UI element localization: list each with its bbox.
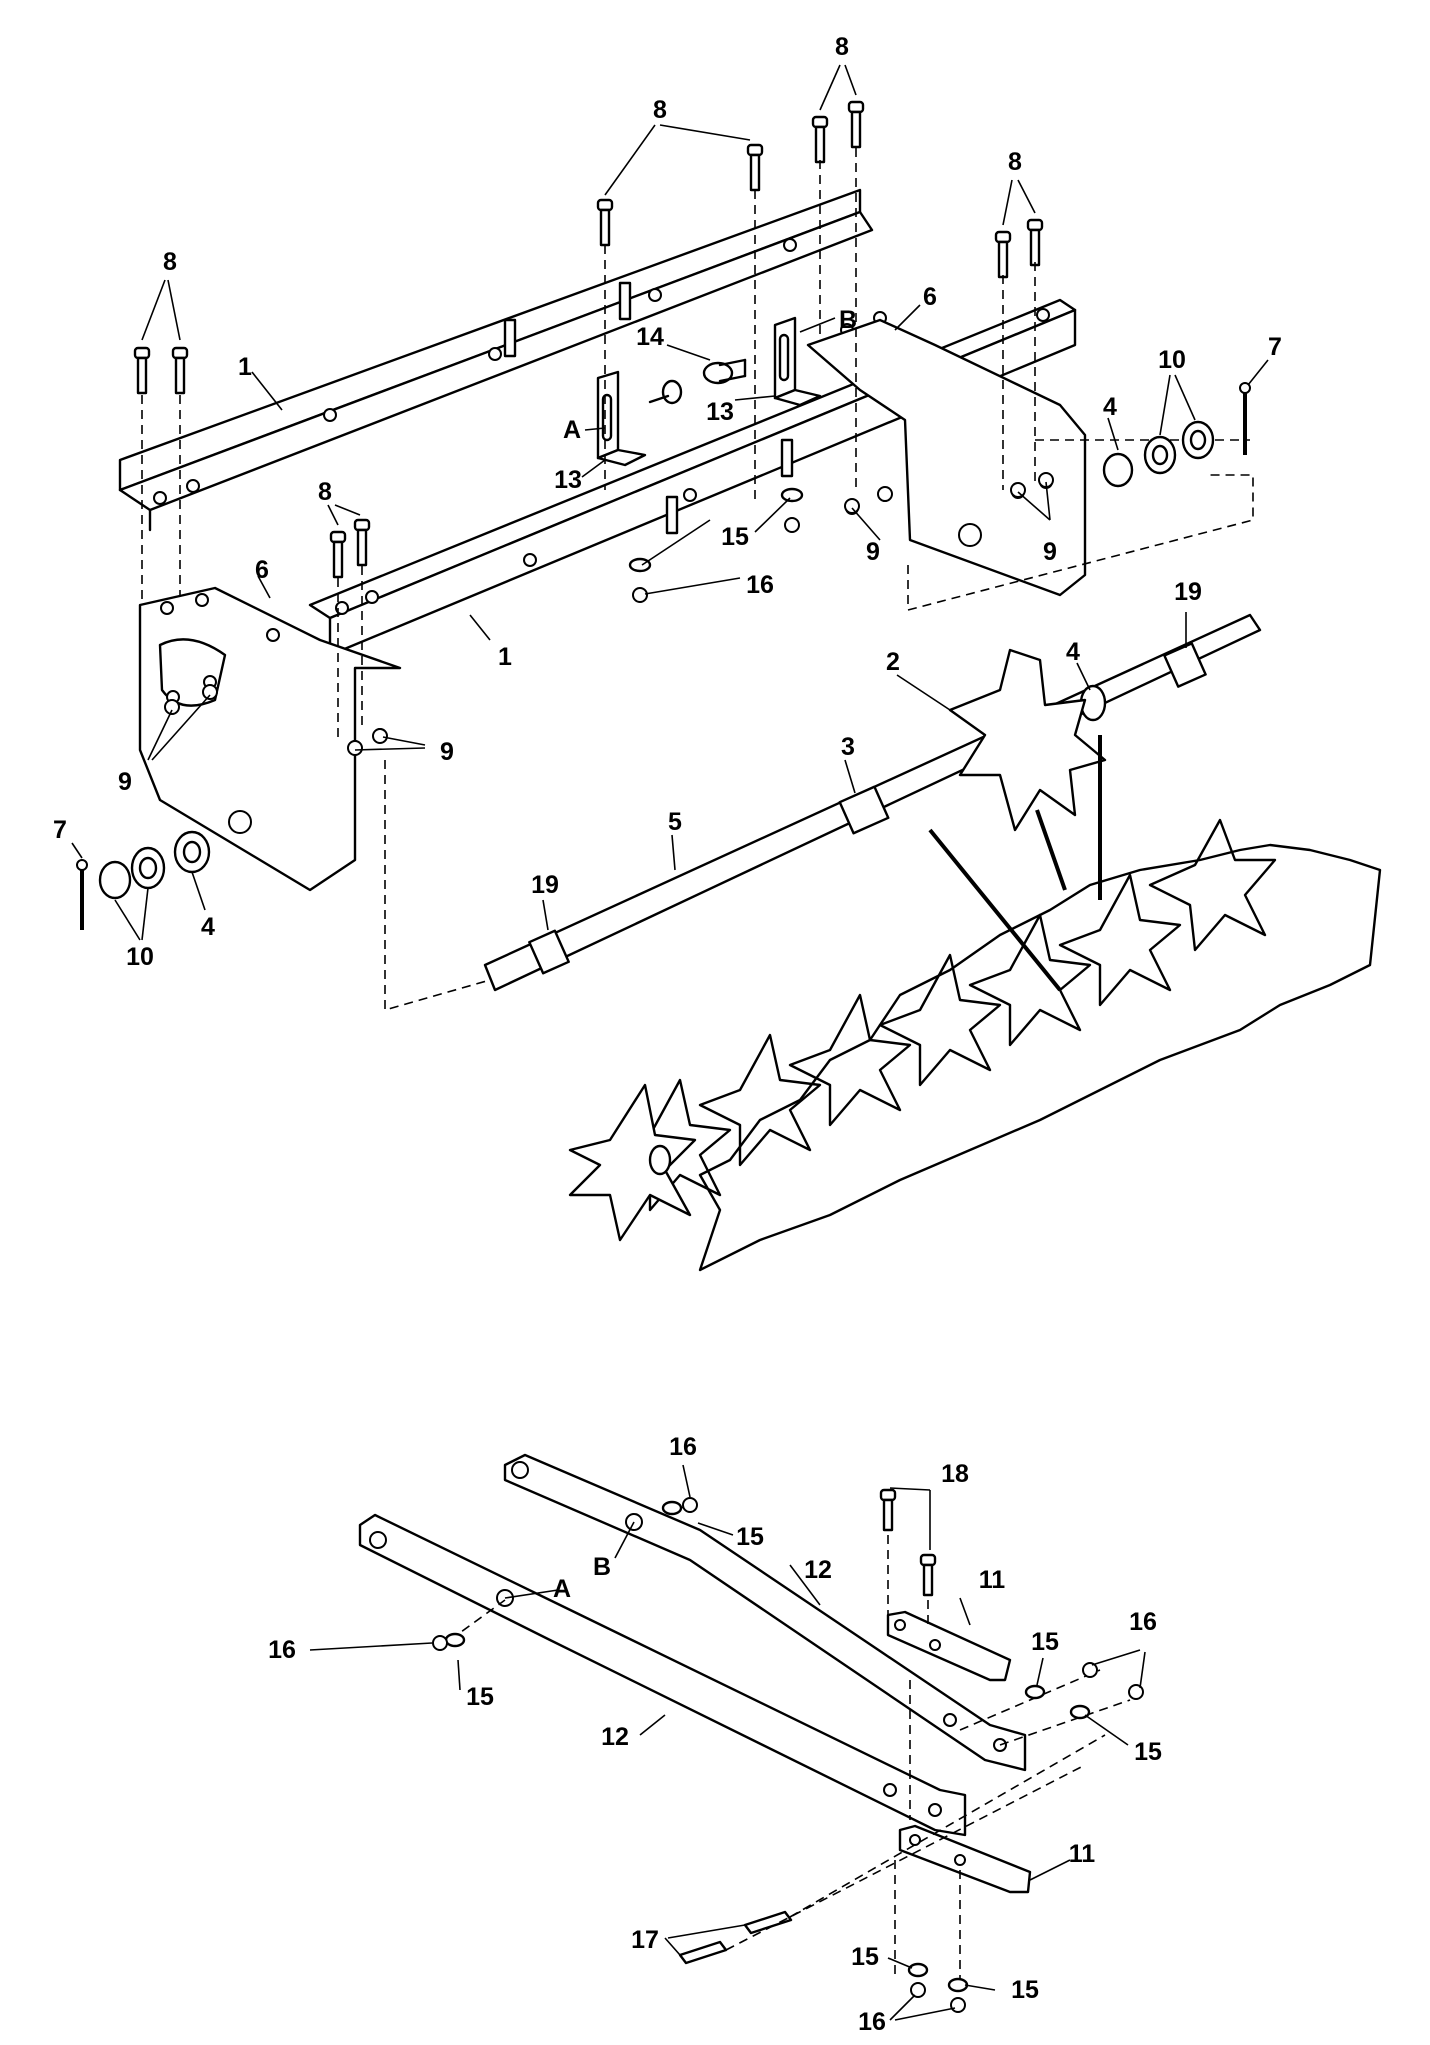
callout-12: 12 — [601, 1723, 629, 1751]
angle-rail-rear — [118, 188, 874, 532]
callout-8: 8 — [318, 478, 332, 506]
callout-10: 10 — [1158, 346, 1186, 374]
callout-15: 15 — [1134, 1738, 1162, 1766]
callout-16: 16 — [858, 2008, 886, 2036]
callout-5: 5 — [668, 808, 682, 836]
nuts-lower — [432, 1497, 1144, 2013]
callout-A: A — [563, 416, 581, 444]
callout-6: 6 — [255, 556, 269, 584]
callout-15: 15 — [851, 1943, 879, 1971]
bracket-b — [773, 316, 822, 407]
callout-15: 15 — [1031, 1628, 1059, 1656]
callout-15: 15 — [721, 523, 749, 551]
nuts-upper — [164, 472, 1054, 756]
callout-9: 9 — [1043, 538, 1057, 566]
callout-15: 15 — [736, 1523, 764, 1551]
callout-9: 9 — [440, 738, 454, 766]
bolts-17-18 — [678, 1488, 937, 1965]
link-plate-11-upper — [886, 1610, 1012, 1682]
link-plate-11-lower — [898, 1824, 1032, 1894]
callout-8: 8 — [653, 96, 667, 124]
callout-10: 10 — [126, 943, 154, 971]
callout-14: 14 — [636, 323, 664, 351]
draw-bar-12-upper — [503, 1453, 1027, 1772]
callout-11: 11 — [1069, 1840, 1096, 1868]
callout-7: 7 — [53, 816, 67, 844]
callout-16: 16 — [268, 1636, 296, 1664]
callout-6: 6 — [923, 283, 937, 311]
callout-2: 2 — [886, 648, 900, 676]
callout-B: B — [593, 1553, 611, 1581]
callout-B: B — [839, 306, 857, 334]
callout-9: 9 — [118, 768, 132, 796]
tine-roller — [568, 735, 1382, 1272]
callout-19: 19 — [1174, 578, 1202, 606]
callout-8: 8 — [835, 33, 849, 61]
callout-A: A — [553, 1575, 571, 1603]
alignment-lines-upper — [141, 148, 1254, 1012]
callout-18: 18 — [941, 1460, 969, 1488]
bearings-washers-right — [1102, 382, 1251, 488]
tine-wheel-2 — [948, 648, 1107, 832]
callout-16: 16 — [1129, 1608, 1157, 1636]
callout-7: 7 — [1268, 333, 1282, 361]
callout-8: 8 — [1008, 148, 1022, 176]
callout-11: 11 — [979, 1566, 1006, 1594]
callout-8: 8 — [163, 248, 177, 276]
callout-12: 12 — [804, 1556, 832, 1584]
callout-16: 16 — [669, 1433, 697, 1461]
callout-1: 1 — [238, 353, 252, 381]
callout-3: 3 — [841, 733, 855, 761]
callout-17: 17 — [631, 1926, 659, 1954]
bolts-8 — [133, 100, 1044, 579]
callout-15: 15 — [466, 1683, 494, 1711]
callout-labels: 8 8 8 8 8 1 1 6 6 14 A B 13 13 15 16 9 9… — [53, 33, 1282, 2036]
callout-4: 4 — [1103, 393, 1117, 421]
callout-15: 15 — [1011, 1976, 1039, 2004]
alignment-lines-lower — [449, 1504, 1131, 1990]
leader-lines — [71, 64, 1269, 2021]
bearings-washers-left — [76, 830, 211, 930]
callout-1: 1 — [498, 643, 512, 671]
callout-4: 4 — [1066, 638, 1080, 666]
bracket-a — [596, 370, 647, 467]
callout-16: 16 — [746, 571, 774, 599]
callout-13: 13 — [706, 398, 734, 426]
callout-9: 9 — [866, 538, 880, 566]
callout-19: 19 — [531, 871, 559, 899]
callout-4: 4 — [201, 913, 215, 941]
callout-13: 13 — [554, 466, 582, 494]
carriage-bolt-14 — [648, 358, 747, 405]
